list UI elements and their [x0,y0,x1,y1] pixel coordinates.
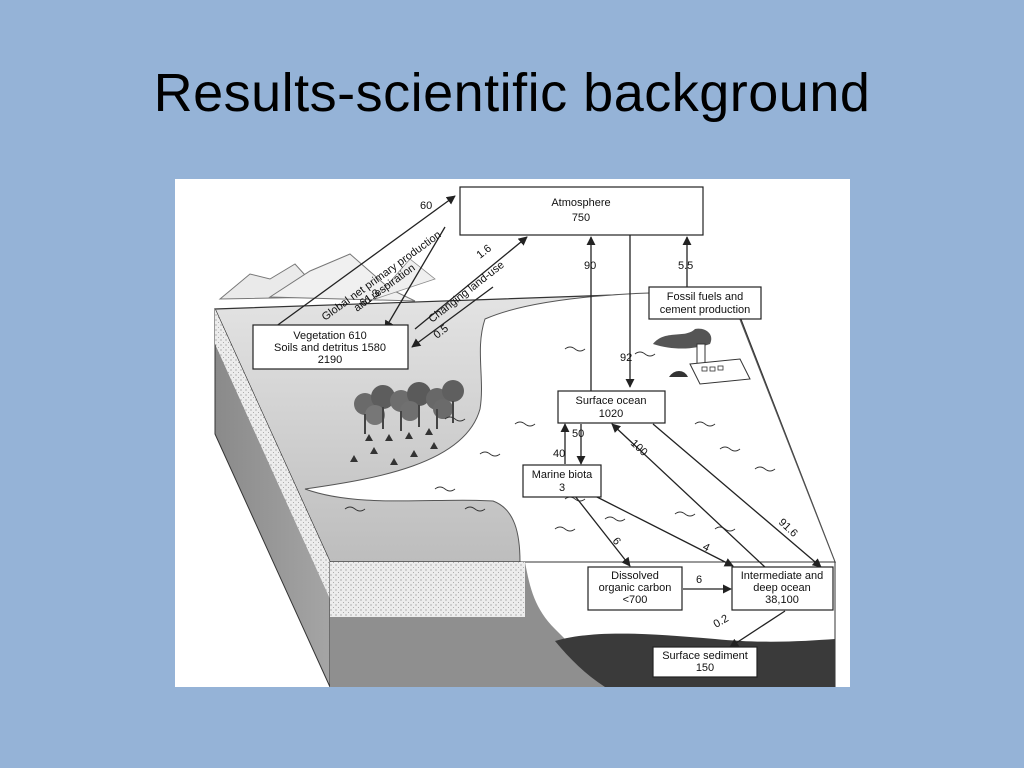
box-surface-ocean: Surface ocean 1020 [557,390,666,424]
carbon-cycle-figure: Global net primary production and respir… [175,179,850,687]
box-dissolved-organic-carbon: Dissolved organic carbon <700 [587,566,683,611]
flux-ocean-up: 90 [584,260,596,272]
box-deep-ocean: Intermediate and deep ocean 38,100 [731,566,834,611]
fossil-line1: Fossil fuels and [667,291,743,303]
vegetation-line2: Soils and detritus 1580 [274,342,386,354]
box-fossil-fuels: Fossil fuels and cement production [648,286,762,320]
deep-ocean-line3: 38,100 [765,594,799,606]
box-marine-biota: Marine biota 3 [522,464,602,498]
arrow-biota-to-doc [574,495,631,567]
flux-npp-up: 60 [420,200,432,212]
flux-biota-up: 40 [553,448,565,460]
vegetation-line1: Vegetation 610 [293,330,366,342]
fossil-line2: cement production [660,304,751,316]
box-vegetation: Vegetation 610 Soils and detritus 1580 2… [252,324,409,370]
doc-line2: organic carbon [599,582,672,594]
arrow-npp-down [384,226,446,330]
flux-biota-down: 50 [572,428,584,440]
sediment-label: Surface sediment [662,650,748,662]
flux-landuse-up: 1.6 [474,242,493,261]
arrow-landuse-down [411,286,494,348]
arrow-biota-to-deep [594,495,734,567]
doc-line3: <700 [623,594,648,606]
marine-biota-label: Marine biota [532,469,593,481]
vegetation-line3: 2190 [318,354,342,366]
deep-ocean-line2: deep ocean [753,582,811,594]
arrow-npp-up [274,195,456,328]
deep-ocean-line1: Intermediate and [741,570,824,582]
flux-biota-to-deep: 4 [701,541,712,554]
ocean-waves [344,346,776,532]
box-surface-sediment: Surface sediment 150 [652,646,758,678]
carbon-cycle-diagram: Global net primary production and respir… [214,186,836,687]
atmosphere-value: 750 [572,212,590,224]
box-atmosphere: Atmosphere 750 [459,186,704,236]
flux-fossil: 5.5 [678,260,693,272]
car-icon [669,371,688,377]
surface-ocean-label: Surface ocean [576,395,647,407]
surface-ocean-value: 1020 [599,408,623,420]
doc-line1: Dissolved [611,570,659,582]
arrow-deep-to-sediment [729,610,786,648]
factory-icon [653,328,751,385]
arrow-deep-to-surface [611,423,768,570]
sediment-value: 150 [696,662,714,674]
flux-ocean-down: 92 [620,352,632,364]
arrow-surface-to-deep [652,423,822,568]
marine-biota-value: 3 [559,482,565,494]
atmosphere-label: Atmosphere [551,197,610,209]
arrow-landuse-up [414,236,528,330]
flux-doc-to-deep: 6 [696,574,702,586]
slide-title: Results-scientific background [153,63,871,123]
forest [350,380,464,465]
